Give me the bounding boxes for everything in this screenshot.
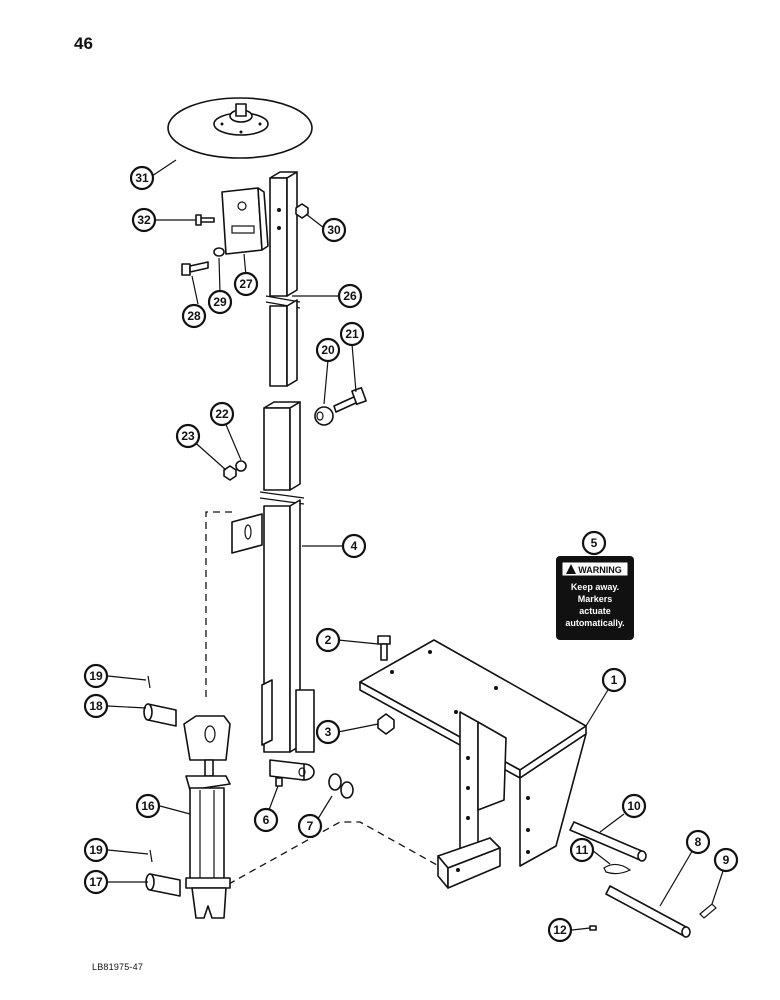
svg-text:23: 23 (181, 429, 195, 443)
callout-7: 7 (297, 813, 323, 839)
svg-text:17: 17 (89, 875, 103, 889)
callout-21: 21 (339, 321, 365, 347)
svg-text:6: 6 (263, 813, 270, 827)
svg-text:22: 22 (215, 407, 229, 421)
warning-decal-line-3: actuate (579, 606, 611, 616)
nut-30 (295, 203, 309, 219)
svg-text:26: 26 (343, 289, 357, 303)
svg-text:16: 16 (141, 799, 155, 813)
svg-text:9: 9 (723, 853, 730, 867)
callout-26: 26 (337, 283, 363, 309)
bolt-21 (333, 386, 367, 413)
callout-22: 22 (209, 401, 235, 427)
nut-3 (377, 713, 395, 735)
marker-mount-frame (359, 639, 587, 889)
callout-23: 23 (175, 423, 201, 449)
clip-19-top (147, 675, 151, 689)
warning-decal-line-2: Markers (578, 594, 613, 604)
hair-pin-11 (603, 863, 632, 875)
callout-28: 28 (181, 303, 207, 329)
callout-32: 32 (131, 207, 157, 233)
callout-29: 29 (207, 289, 233, 315)
pin-17 (145, 873, 181, 897)
marker-disc (167, 97, 313, 159)
svg-text:31: 31 (135, 171, 149, 185)
washer-7 (328, 773, 354, 799)
pin-18 (143, 703, 177, 727)
svg-text:10: 10 (627, 799, 641, 813)
callout-19-top: 19 (83, 663, 109, 689)
svg-text:11: 11 (576, 843, 589, 857)
lower-marker-tube (231, 401, 315, 781)
callout-20: 20 (315, 337, 341, 363)
svg-text:8: 8 (695, 835, 702, 849)
callout-31: 31 (129, 165, 155, 191)
svg-text:19: 19 (89, 843, 103, 857)
callout-19-bottom: 19 (83, 837, 109, 863)
svg-text:19: 19 (89, 669, 103, 683)
svg-text:18: 18 (89, 699, 103, 713)
callout-17: 17 (83, 869, 109, 895)
callout-11: 11 (569, 837, 595, 863)
nut-23 (223, 465, 237, 481)
svg-text:4: 4 (351, 539, 358, 553)
svg-text:32: 32 (137, 213, 151, 227)
callout-1: 1 (601, 667, 627, 693)
callout-27: 27 (233, 271, 259, 297)
callout-3: 3 (315, 719, 341, 745)
callout-16: 16 (135, 793, 161, 819)
warning-decal-header: WARNING (578, 565, 622, 575)
pin-8 (605, 885, 691, 938)
callout-4: 4 (341, 533, 367, 559)
svg-text:2: 2 (325, 633, 332, 647)
callout-10: 10 (621, 793, 647, 819)
svg-text:3: 3 (325, 725, 332, 739)
bolt-2 (377, 635, 391, 661)
warning-decal-line-1: Keep away. (571, 582, 619, 592)
washer-22 (235, 460, 247, 472)
callout-30: 30 (321, 217, 347, 243)
upper-marker-tube (265, 171, 301, 387)
svg-text:21: 21 (345, 327, 359, 341)
bolt-28 (181, 261, 209, 276)
svg-text:5: 5 (591, 536, 598, 550)
svg-text:30: 30 (327, 223, 341, 237)
callout-2: 2 (315, 627, 341, 653)
callout-8: 8 (685, 829, 711, 855)
clip-19-bottom (149, 849, 153, 863)
pin-12 (589, 925, 597, 931)
svg-text:29: 29 (213, 295, 227, 309)
warning-decal: WARNING Keep away. Markers actuate autom… (556, 556, 634, 640)
drawing-code: LB81975-47 (92, 962, 144, 972)
handle-9 (699, 903, 717, 919)
warning-decal-line-4: automatically. (565, 618, 624, 628)
bolt-32 (195, 214, 215, 226)
disc-mount-plate (221, 187, 269, 255)
svg-text:27: 27 (239, 277, 253, 291)
callout-12: 12 (547, 917, 573, 943)
svg-text:28: 28 (187, 309, 201, 323)
hydraulic-cylinder (183, 715, 231, 919)
pin-10 (569, 821, 647, 862)
callout-9: 9 (713, 847, 739, 873)
svg-text:7: 7 (307, 819, 314, 833)
bushing-20 (314, 406, 334, 426)
washer-29 (213, 247, 225, 257)
callout-6: 6 (253, 807, 279, 833)
page-number: 46 (74, 34, 93, 53)
callout-5: 5 (581, 530, 607, 556)
callout-18: 18 (83, 693, 109, 719)
bolt-6 (275, 777, 283, 787)
svg-text:20: 20 (321, 343, 335, 357)
svg-text:1: 1 (611, 673, 618, 687)
svg-text:12: 12 (553, 923, 567, 937)
